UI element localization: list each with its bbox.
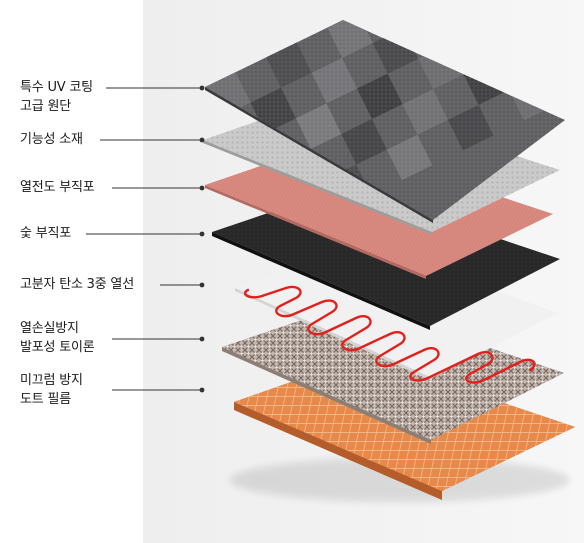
leader-dots [199,85,205,393]
label-charcoal: 숯 부직포 [20,226,71,241]
label-heating-wire: 고분자 탄소 3중 열선 [20,277,134,292]
label-uv-fabric: 특수 UV 코팅 고급 원단 [20,80,93,114]
label-foam: 열손실방지 발포성 토이론 [20,321,95,355]
label-conductive: 열전도 부직포 [20,180,95,195]
layer-foam [222,302,564,444]
layer-top-fabric [205,20,565,223]
leader-lines [86,87,202,391]
label-functional: 기능성 소재 [20,132,83,147]
heating-wire-line [243,285,536,384]
label-dot-film: 미끄럼 방지 도트 필름 [20,373,83,407]
